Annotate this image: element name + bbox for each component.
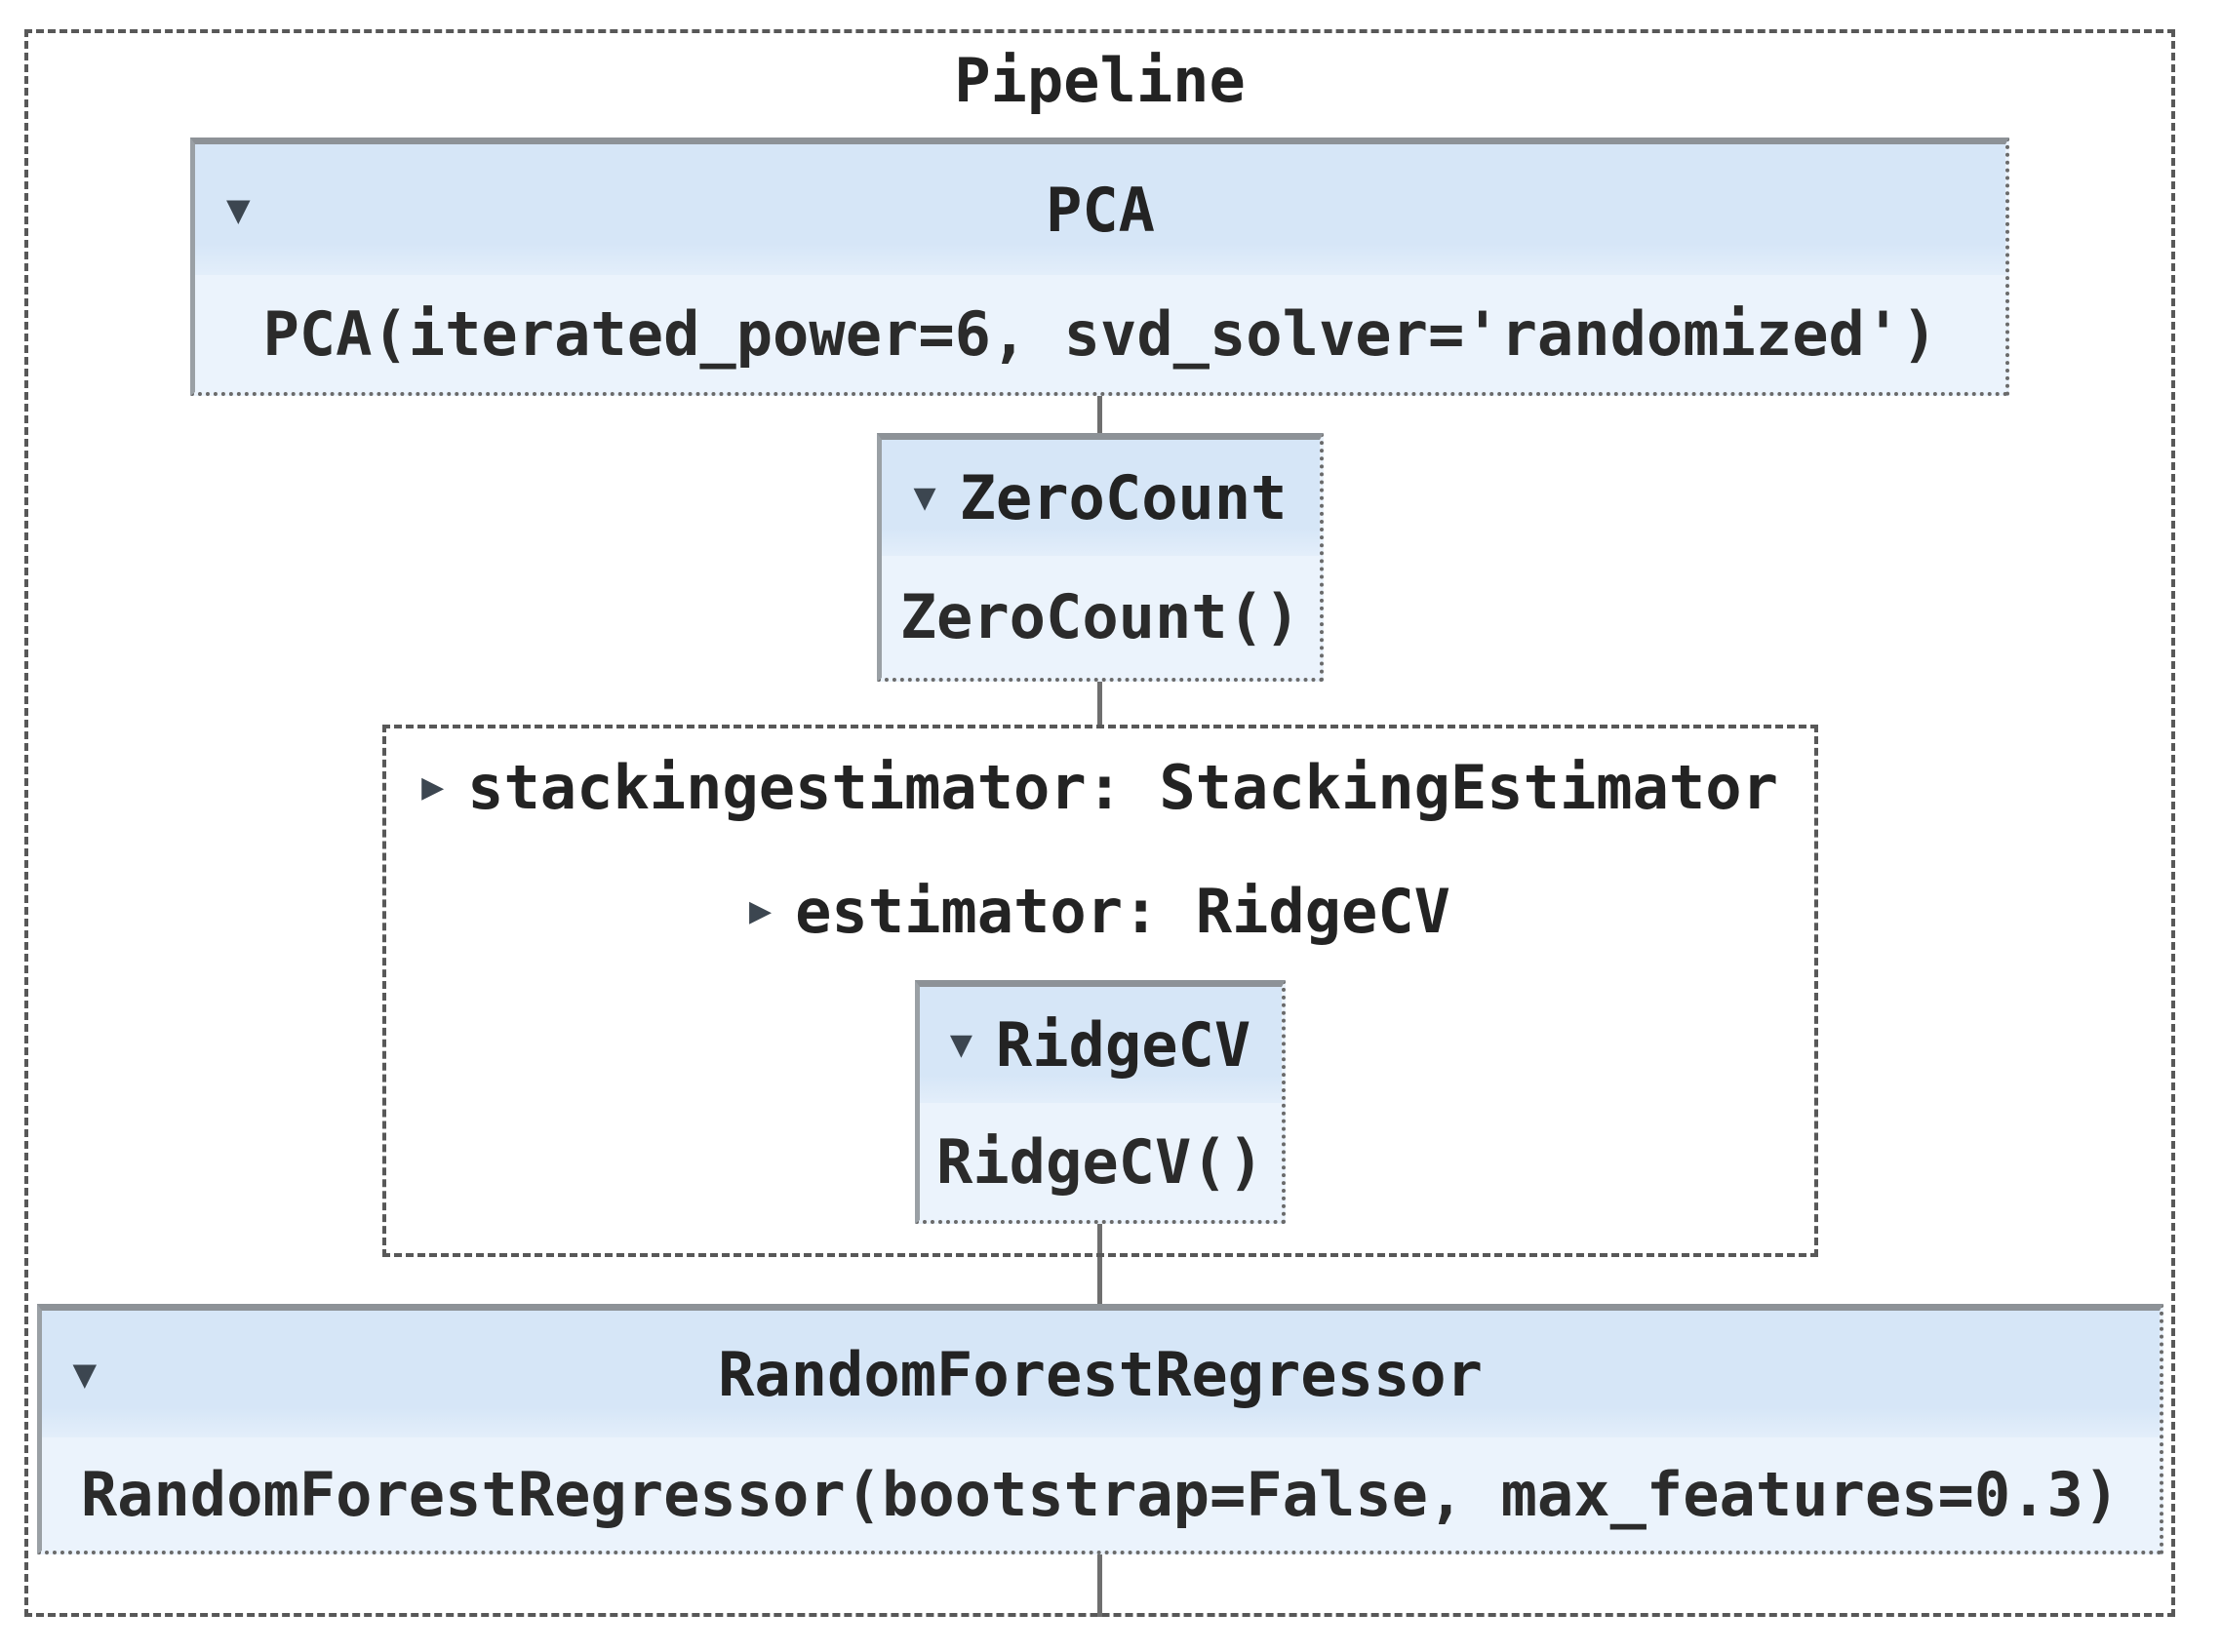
pipeline-title: Pipeline bbox=[954, 45, 1246, 116]
caret-right-icon: ▶ bbox=[749, 893, 773, 928]
ridgecv-params-code: RidgeCV() bbox=[936, 1125, 1264, 1198]
estimator-label: estimator: RidgeCV bbox=[795, 876, 1450, 947]
pca-label: PCA bbox=[1046, 174, 1155, 246]
pipeline-frame: Pipeline ▼ PCA PCA(iterated_power=6, svd… bbox=[24, 29, 2175, 1617]
caret-down-icon: ▼ bbox=[913, 480, 936, 515]
ridgecv-estimator-box: ▼ RidgeCV RidgeCV() bbox=[914, 980, 1286, 1224]
zerocount-estimator-box: ▼ ZeroCount ZeroCount() bbox=[876, 433, 1324, 682]
caret-right-icon: ▶ bbox=[421, 769, 445, 805]
connector-line bbox=[1097, 1257, 1102, 1304]
stackingestimator-label-toggle[interactable]: ▶ stackingestimator: StackingEstimator bbox=[421, 752, 1778, 823]
pca-estimator-box: ▼ PCA PCA(iterated_power=6, svd_solver='… bbox=[190, 138, 2009, 396]
connector-line bbox=[1097, 1554, 1102, 1617]
zerocount-params-code: ZeroCount() bbox=[899, 581, 1301, 652]
randomforest-params-code: RandomForestRegressor(bootstrap=False, m… bbox=[80, 1458, 2121, 1530]
stackingestimator-frame: ▶ stackingestimator: StackingEstimator ▶… bbox=[381, 725, 1818, 1257]
connector-line bbox=[1097, 1224, 1102, 1253]
ridgecv-header-toggle[interactable]: ▼ RidgeCV bbox=[919, 987, 1282, 1103]
randomforest-label: RandomForestRegressor bbox=[718, 1338, 1483, 1410]
connector-line bbox=[1097, 396, 1102, 433]
caret-down-icon: ▼ bbox=[226, 191, 251, 228]
pca-header-toggle[interactable]: ▼ PCA bbox=[195, 144, 2005, 275]
zerocount-header-toggle[interactable]: ▼ ZeroCount bbox=[881, 440, 1320, 556]
randomforest-header-toggle[interactable]: ▼ RandomForestRegressor bbox=[41, 1311, 2160, 1437]
connector-line bbox=[1097, 682, 1102, 725]
randomforest-estimator-box: ▼ RandomForestRegressor RandomForestRegr… bbox=[36, 1304, 2163, 1554]
stackingestimator-label: stackingestimator: StackingEstimator bbox=[467, 752, 1778, 823]
ridgecv-label: RidgeCV bbox=[995, 1009, 1251, 1081]
zerocount-label: ZeroCount bbox=[959, 462, 1288, 533]
caret-down-icon: ▼ bbox=[949, 1027, 972, 1062]
pca-params-code: PCA(iterated_power=6, svd_solver='random… bbox=[262, 297, 1938, 370]
caret-down-icon: ▼ bbox=[72, 1356, 98, 1393]
estimator-label-toggle[interactable]: ▶ estimator: RidgeCV bbox=[749, 876, 1450, 947]
